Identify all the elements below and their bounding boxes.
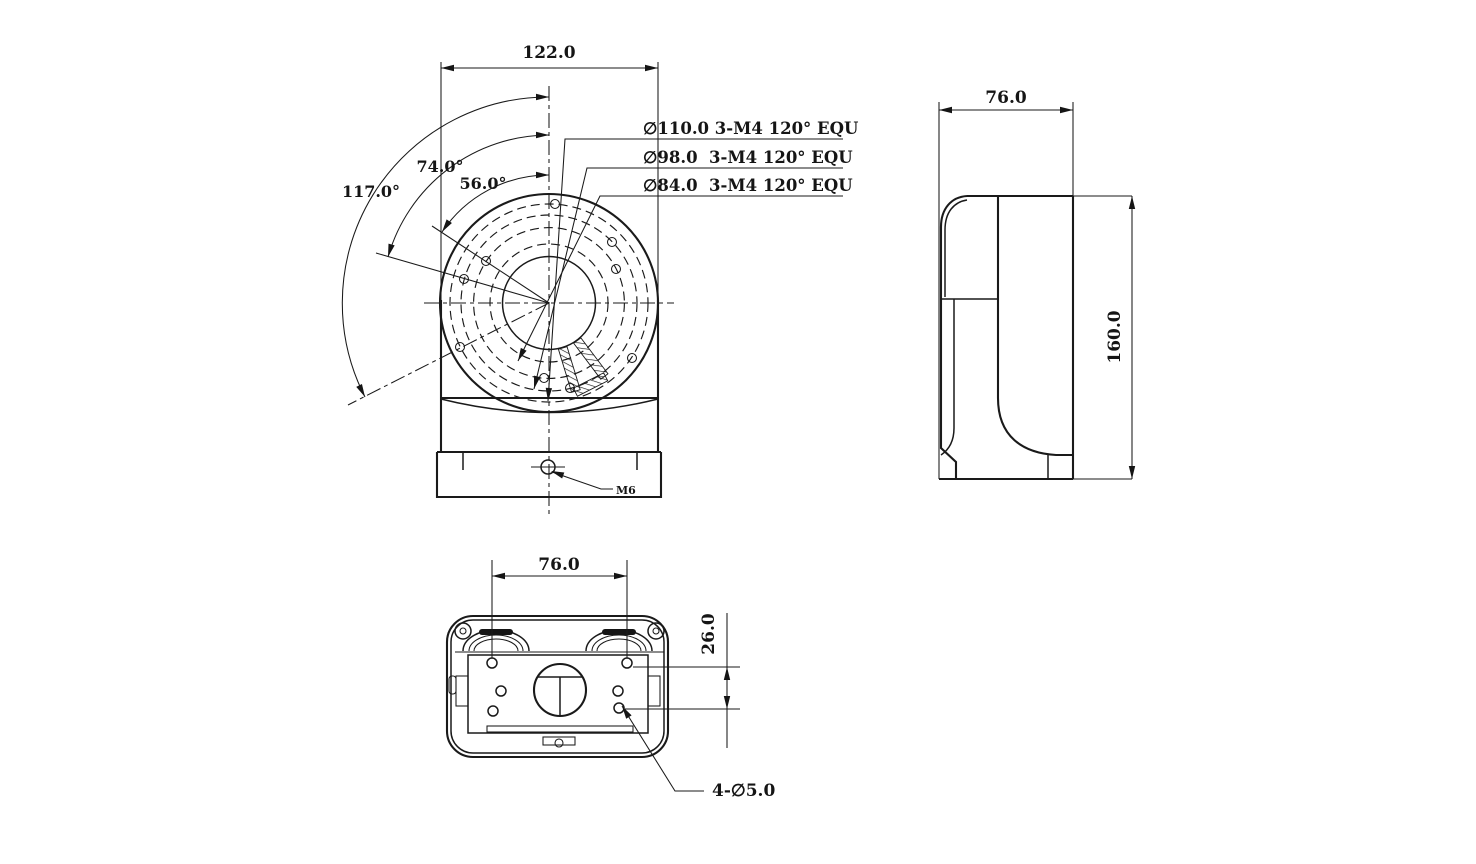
hatched-slot (557, 337, 609, 397)
hole-callout-label: 4-∅5.0 (712, 781, 775, 801)
bottom-width-label: 76.0 (538, 555, 580, 575)
angle-117-label: 117.0° (342, 182, 400, 201)
bottom-width-dimension: 76.0 (491, 555, 628, 658)
side-width-dimension: 76.0 (938, 88, 1074, 479)
callout-dia-84: ∅84.0 3-M4 120° EQU (643, 176, 853, 195)
bottom-outer-shell (445, 614, 670, 759)
cable-slot-right (585, 629, 653, 652)
bottom-view: 76.0 26.0 4-∅5.0 (445, 555, 775, 801)
hole-callout-leader: 4-∅5.0 (619, 704, 775, 801)
m6-leader (551, 471, 613, 490)
angle-117-ray (347, 302, 550, 406)
bottom-pitch-dimension: 26.0 (625, 613, 740, 748)
angle-dimensions: 117.0° 74.0° 56.0° (341, 93, 550, 406)
angle-74-label: 74.0° (417, 157, 464, 176)
front-width-label: 122.0 (522, 43, 575, 63)
bolt-circle-110 (449, 203, 649, 403)
corner-screw-left (454, 622, 472, 640)
side-view: 76.0 160.0 (938, 88, 1136, 481)
bottom-inner-shell (450, 619, 665, 754)
left-edge-slot (448, 675, 457, 695)
cable-slot-left (462, 629, 530, 652)
plate-bottom-slot (486, 725, 634, 733)
diameter-callouts: ∅110.0 3-M4 120° EQU ∅98.0 3-M4 120° EQU… (515, 119, 859, 402)
bottom-pitch-label: 26.0 (699, 613, 719, 655)
front-base: M6 (435, 396, 663, 499)
bottom-tab (542, 736, 576, 746)
bolt-circle-98 (460, 214, 638, 392)
callout-dia-98: ∅98.0 3-M4 120° EQU (643, 148, 853, 167)
callout-dia-110: ∅110.0 3-M4 120° EQU (643, 119, 859, 138)
corner-screw-right (647, 622, 665, 640)
front-center-hole (501, 255, 597, 351)
m6-label: M6 (616, 484, 636, 497)
side-profile (939, 194, 1132, 481)
side-height-label: 160.0 (1105, 310, 1125, 363)
front-width-dimension: 122.0 (441, 43, 658, 72)
front-view: 122.0 (341, 43, 859, 516)
inner-dashed-circle (489, 243, 609, 363)
bolt-holes (454, 198, 638, 394)
angle-56-label: 56.0° (460, 174, 507, 193)
side-width-label: 76.0 (985, 88, 1027, 108)
side-height-dimension: 160.0 (1105, 196, 1136, 479)
mounting-plate (455, 654, 661, 734)
